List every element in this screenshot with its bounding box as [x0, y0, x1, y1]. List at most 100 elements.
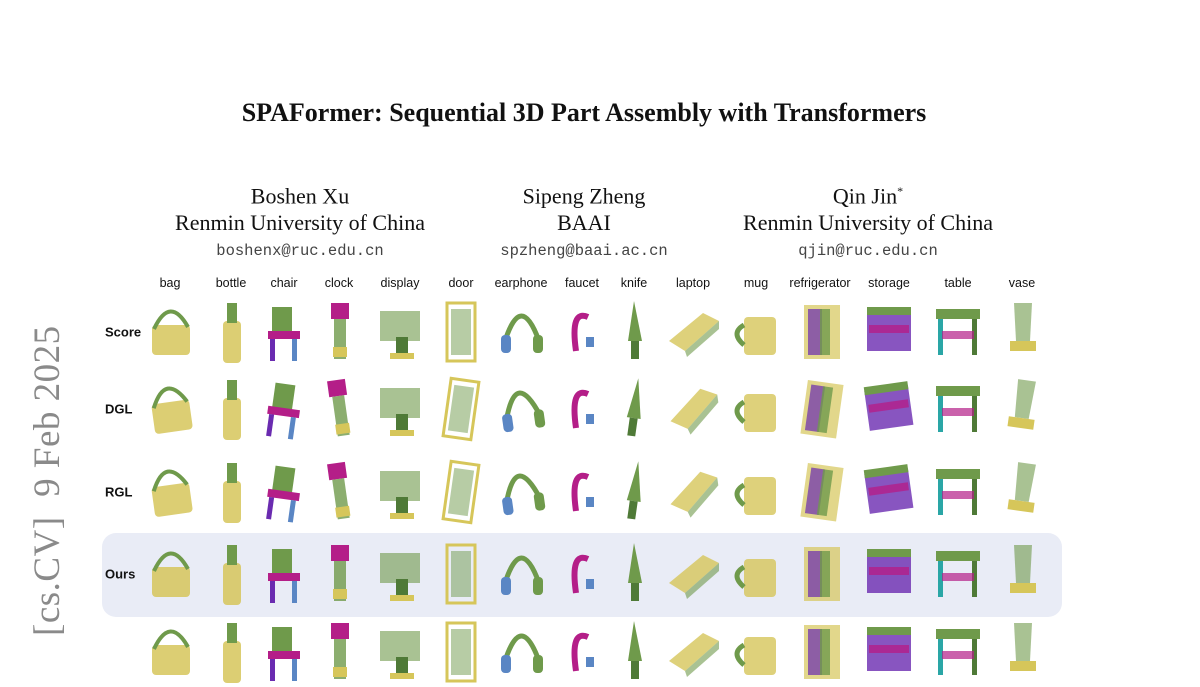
thumbnail-bottle-score [201, 297, 261, 367]
faucet-point-cloud [571, 312, 594, 352]
vase-point-cloud [1010, 303, 1036, 351]
thumbnail-knife-extra [604, 617, 664, 687]
display-point-cloud [380, 631, 420, 679]
display-point-cloud [380, 471, 420, 519]
thumbnail-storage-score [859, 297, 919, 367]
thumbnail-storage-ours [859, 539, 919, 609]
chair-point-cloud [268, 627, 300, 681]
laptop-point-cloud [670, 471, 719, 518]
thumbnail-knife-ours [604, 539, 664, 609]
thumbnail-mug-rgl [726, 457, 786, 527]
display-point-cloud [380, 553, 420, 601]
refrigerator-point-cloud [804, 305, 840, 359]
col-label-bottle: bottle [215, 276, 247, 290]
chair-point-cloud [266, 382, 300, 440]
door-point-cloud [441, 376, 481, 442]
knife-point-cloud [626, 378, 641, 437]
storage-point-cloud [863, 464, 914, 514]
thumbnail-earphone-ours [491, 539, 551, 609]
author-email: spzheng@baai.ac.cn [500, 242, 668, 261]
row-label-dgl: DGL [105, 401, 133, 417]
bag-point-cloud [151, 469, 193, 517]
display-point-cloud [380, 388, 420, 436]
row-label-rgl: RGL [105, 484, 133, 500]
knife-point-cloud [628, 621, 642, 679]
bottle-point-cloud [223, 303, 241, 363]
storage-point-cloud [863, 381, 914, 431]
clock-point-cloud [327, 378, 351, 437]
bag-point-cloud [152, 309, 190, 355]
refrigerator-point-cloud [800, 463, 844, 522]
storage-point-cloud [867, 549, 911, 593]
col-label-bag: bag [159, 276, 181, 290]
vase-point-cloud [1010, 623, 1036, 671]
thumbnail-refrigerator-dgl [790, 374, 850, 444]
thumbnail-refrigerator-ours [790, 539, 850, 609]
col-label-table: table [944, 276, 972, 290]
thumbnail-mug-ours [726, 539, 786, 609]
author-affiliation: Renmin University of China [743, 210, 993, 236]
thumbnail-storage-dgl [859, 374, 919, 444]
faucet-point-cloud [571, 472, 594, 512]
thumbnail-bag-rgl [140, 457, 200, 527]
thumbnail-laptop-dgl [663, 374, 723, 444]
bag-point-cloud [152, 551, 190, 597]
refrigerator-point-cloud [804, 547, 840, 601]
author-email: qjin@ruc.edu.cn [798, 242, 938, 261]
thumbnail-faucet-score [552, 297, 612, 367]
author-affiliation: BAAI [557, 210, 611, 236]
thumbnail-door-score [431, 297, 491, 367]
mug-point-cloud [734, 637, 776, 675]
laptop-point-cloud [669, 313, 719, 357]
laptop-point-cloud [670, 388, 719, 435]
knife-point-cloud [628, 301, 642, 359]
refrigerator-point-cloud [800, 380, 844, 439]
arxiv-stamp: [cs.CV] 9 Feb 2025 [27, 325, 68, 636]
thumbnail-display-dgl [370, 374, 430, 444]
thumbnail-faucet-dgl [552, 374, 612, 444]
bottle-point-cloud [223, 623, 241, 683]
thumbnail-bottle-extra [201, 617, 261, 687]
col-label-knife: knife [620, 276, 648, 290]
mug-point-cloud [734, 394, 776, 432]
author-email: boshenx@ruc.edu.cn [216, 242, 384, 261]
chair-point-cloud [268, 549, 300, 603]
col-label-clock: clock [324, 276, 354, 290]
thumbnail-vase-rgl [992, 457, 1052, 527]
author-block: Boshen Xu Renmin University of China bos… [175, 178, 425, 266]
thumbnail-bag-ours [140, 539, 200, 609]
thumbnail-bottle-rgl [201, 457, 261, 527]
thumbnail-chair-ours [254, 539, 314, 609]
vase-point-cloud [1007, 462, 1036, 513]
thumbnail-storage-rgl [859, 457, 919, 527]
thumbnail-knife-score [604, 297, 664, 367]
faucet-point-cloud [571, 632, 594, 672]
storage-point-cloud [867, 307, 911, 351]
author-affiliation: Renmin University of China [175, 210, 425, 236]
bottle-point-cloud [223, 463, 241, 523]
row-label-score: Score [105, 324, 142, 340]
author-block: Sipeng Zheng BAAI spzheng@baai.ac.cn [500, 178, 667, 266]
earphone-point-cloud [501, 313, 543, 353]
vase-point-cloud [1010, 545, 1036, 593]
thumbnail-bag-score [140, 297, 200, 367]
thumbnail-earphone-extra [491, 617, 551, 687]
earphone-point-cloud [501, 633, 543, 673]
bottle-point-cloud [223, 380, 241, 440]
thumbnail-earphone-score [491, 297, 551, 367]
col-label-storage: storage [868, 276, 910, 290]
earphone-point-cloud [501, 555, 543, 595]
thumbnail-faucet-extra [552, 617, 612, 687]
chair-point-cloud [268, 307, 300, 361]
col-label-refrigerator: refrigerator [789, 276, 851, 290]
col-label-display: display [380, 276, 420, 290]
thumbnail-bag-extra [140, 617, 200, 687]
thumbnail-faucet-rgl [552, 457, 612, 527]
col-label-vase: vase [1008, 276, 1036, 290]
bag-point-cloud [151, 386, 193, 434]
thumbnail-bag-dgl [140, 374, 200, 444]
thumbnail-table-extra [928, 617, 988, 687]
clock-point-cloud [331, 623, 349, 679]
thumbnail-storage-extra [859, 617, 919, 687]
thumbnail-chair-extra [254, 617, 314, 687]
